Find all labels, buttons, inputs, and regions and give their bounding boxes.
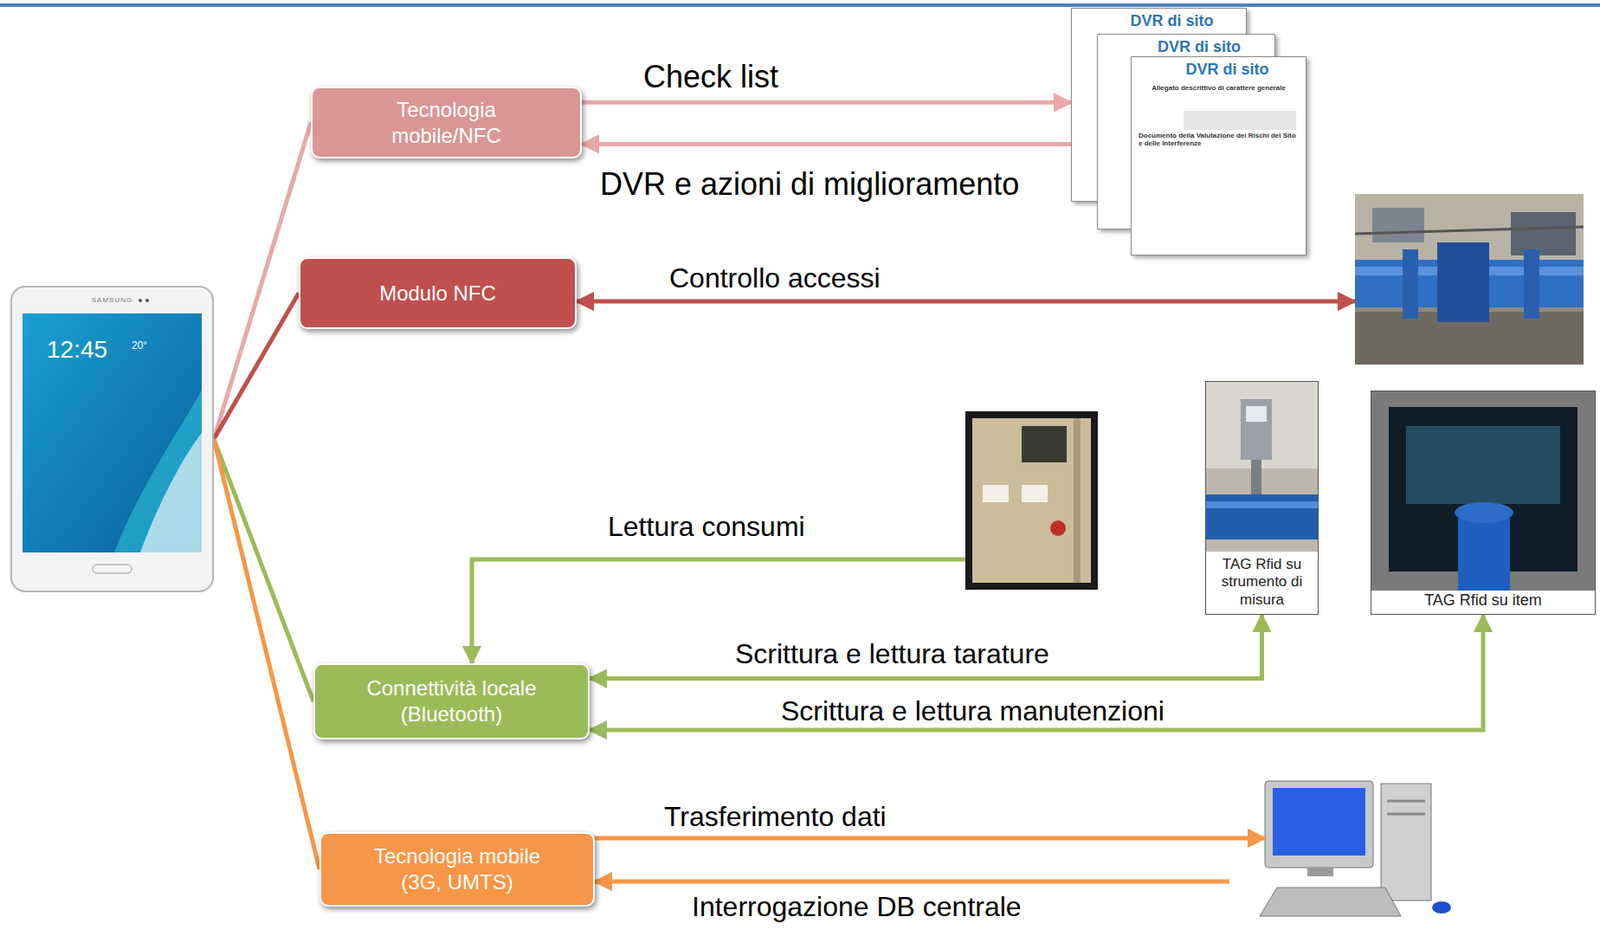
connector [581, 100, 1071, 105]
brand-text: SAMSUNG [10, 296, 214, 304]
meter-photo [1206, 381, 1318, 552]
weather-text: 20° [131, 339, 148, 352]
edge-label: DVR e azioni di miglioramento [597, 165, 1022, 203]
clock-text: 12:45 [46, 335, 108, 364]
document-subtitle: Allegato descrittivo di carattere genera… [1138, 83, 1299, 92]
connector [213, 438, 314, 702]
caption-text: TAG Rfid su strumento di misura [1209, 555, 1315, 609]
query-arrow [594, 879, 1230, 884]
arrow-label: Controllo accessi [666, 261, 884, 295]
caption-text: TAG Rfid su item [1374, 591, 1592, 611]
transfer-arrow [594, 836, 1265, 841]
process-box: Connettività locale (Bluetooth) [313, 663, 590, 740]
edge-label: Scrittura e lettura tarature [732, 637, 1052, 671]
connector [589, 614, 1484, 730]
photo-card: TAG Rfid su item [1370, 390, 1596, 615]
pit-photo [1371, 391, 1595, 591]
process-box: Tecnologia mobile (3G, UMTS) [319, 832, 595, 907]
electrical-cabinet-photo [965, 411, 1098, 590]
process-box: Modulo NFC [298, 257, 577, 330]
connector [581, 141, 1071, 147]
tablet-body [10, 285, 214, 593]
document-title: DVR di sito [1078, 12, 1239, 31]
arrow-label: Trasferimento dati [661, 800, 890, 833]
connector [213, 293, 299, 440]
connector [213, 122, 311, 440]
arrow-label: Interrogazione DB centrale [689, 890, 1025, 923]
blurred-bar [1183, 110, 1297, 130]
box-label: Tecnologia mobile/NFC [373, 96, 521, 149]
access-arrow [576, 299, 1355, 304]
photo-card: TAG Rfid su strumento di misura [1205, 380, 1319, 615]
document-sheet: DVR di sitoAllegato descrittivo di carat… [1130, 56, 1307, 256]
edge-label: Scrittura e lettura manutenzioni [778, 694, 1168, 728]
document-title: DVR di sito [1138, 60, 1299, 79]
connector [589, 614, 1263, 679]
connector [213, 438, 320, 870]
edge-label: Check list [640, 58, 781, 96]
arrow-label: Lettura consumi [605, 509, 808, 543]
box-label: Modulo NFC [379, 280, 497, 307]
box-label: Connettività locale (Bluetooth) [348, 675, 556, 728]
top-band [0, 3, 1600, 7]
pump-photo [1354, 193, 1584, 365]
box-label: Tecnologia mobile (3G, UMTS) [357, 843, 557, 896]
document-title: DVR di sito [1104, 38, 1268, 57]
document-body: Documento della Valutazione dei Rischi d… [1138, 131, 1299, 148]
tablet-device: SAMSUNG 12:45 20° [10, 285, 214, 593]
computer-icon [1259, 780, 1452, 917]
process-box: Tecnologia mobile/NFC [310, 86, 582, 159]
